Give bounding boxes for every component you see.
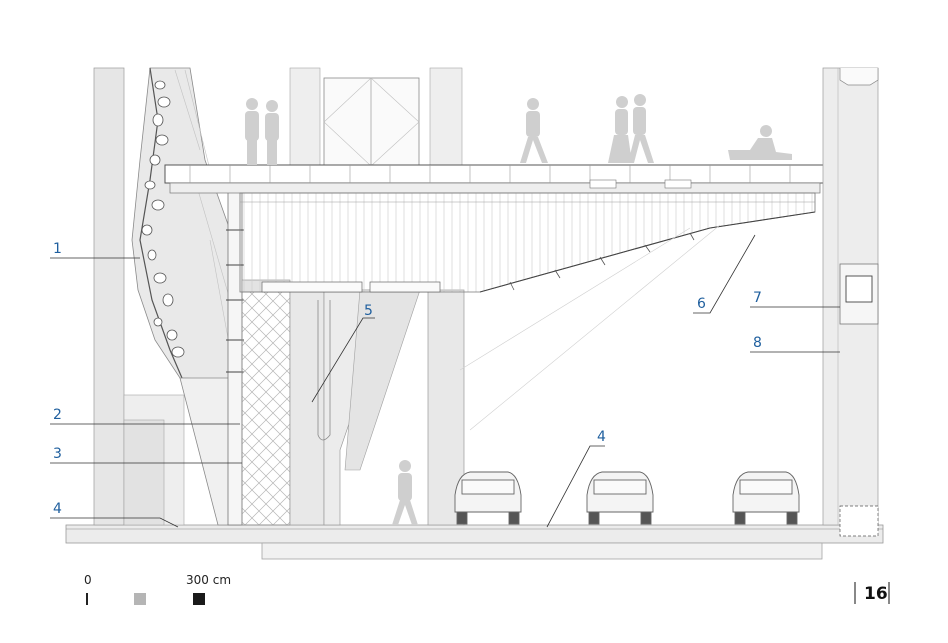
organic-facade: [131, 67, 241, 381]
right-wall: [822, 67, 879, 537]
page-number-block: 16: [854, 582, 890, 604]
scale-mark-start: [86, 593, 88, 605]
upper-window-frames: [289, 67, 463, 167]
scale-bar: 0 300 cm: [84, 573, 231, 605]
ground-slab: [65, 524, 884, 560]
scale-mark-mid: [134, 593, 146, 605]
callout-8: 8: [753, 335, 762, 351]
parked-cars: [454, 471, 800, 525]
page-number: 16: [864, 584, 888, 604]
central-v-column: [289, 289, 421, 526]
callout-7: 7: [753, 290, 762, 306]
scale-start-label: 0: [84, 573, 92, 587]
left-structure: [93, 67, 185, 526]
people-on-deck: [245, 94, 792, 165]
callout-6: 6: [697, 296, 706, 312]
scale-end-label: 300 cm: [186, 573, 231, 587]
insulated-column: [241, 279, 291, 526]
callout-2: 2: [53, 407, 62, 423]
callout-4-right: 4: [597, 429, 606, 445]
leader-lines: [50, 234, 840, 528]
callout-5: 5: [364, 303, 373, 319]
sloped-truss: [239, 192, 816, 431]
callout-4-left: 4: [53, 501, 62, 517]
deck-slab: [164, 164, 826, 194]
ground-level-figure: [392, 460, 418, 525]
callout-1: 1: [53, 241, 62, 257]
callout-3: 3: [53, 446, 62, 462]
scale-mark-end: [193, 593, 205, 605]
